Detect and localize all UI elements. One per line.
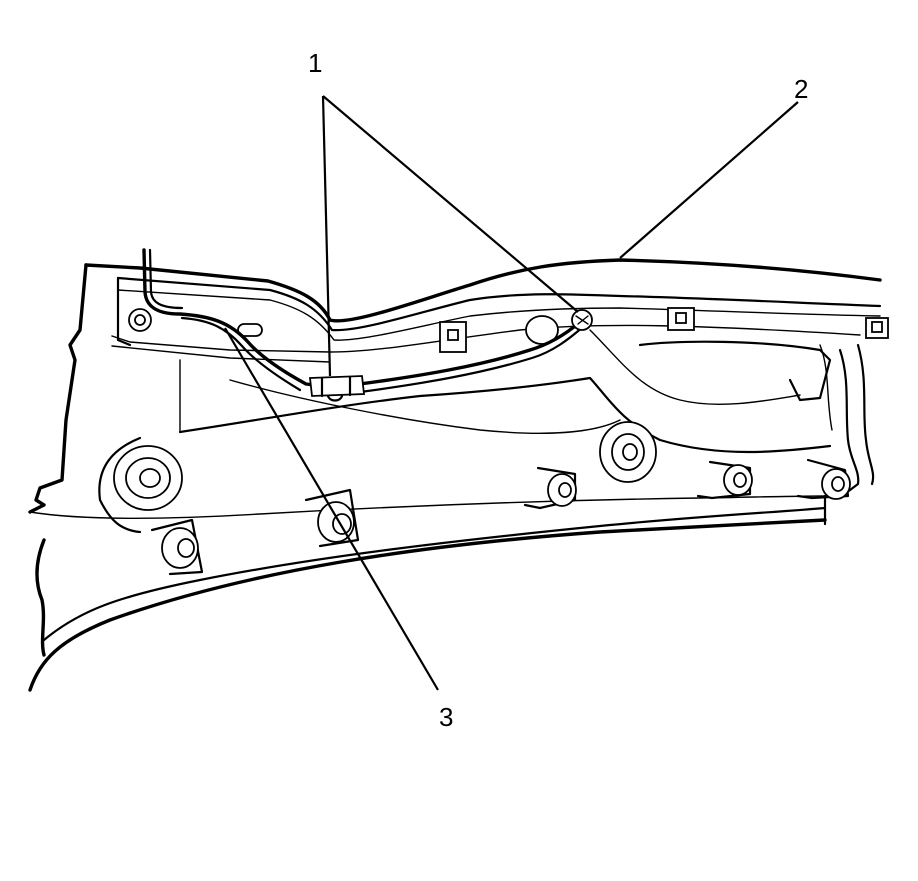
leader-lines <box>224 95 799 691</box>
callout-1: 1 <box>308 48 323 78</box>
leader-2 <box>619 101 799 259</box>
body-panel <box>28 258 882 692</box>
callout-2: 2 <box>794 74 809 104</box>
leader-3 <box>224 327 439 691</box>
hose-assembly <box>142 248 593 402</box>
callout-3: 3 <box>439 702 454 732</box>
mounting-bosses <box>113 307 889 576</box>
leader-1a <box>321 95 332 377</box>
leader-1b <box>322 95 579 313</box>
